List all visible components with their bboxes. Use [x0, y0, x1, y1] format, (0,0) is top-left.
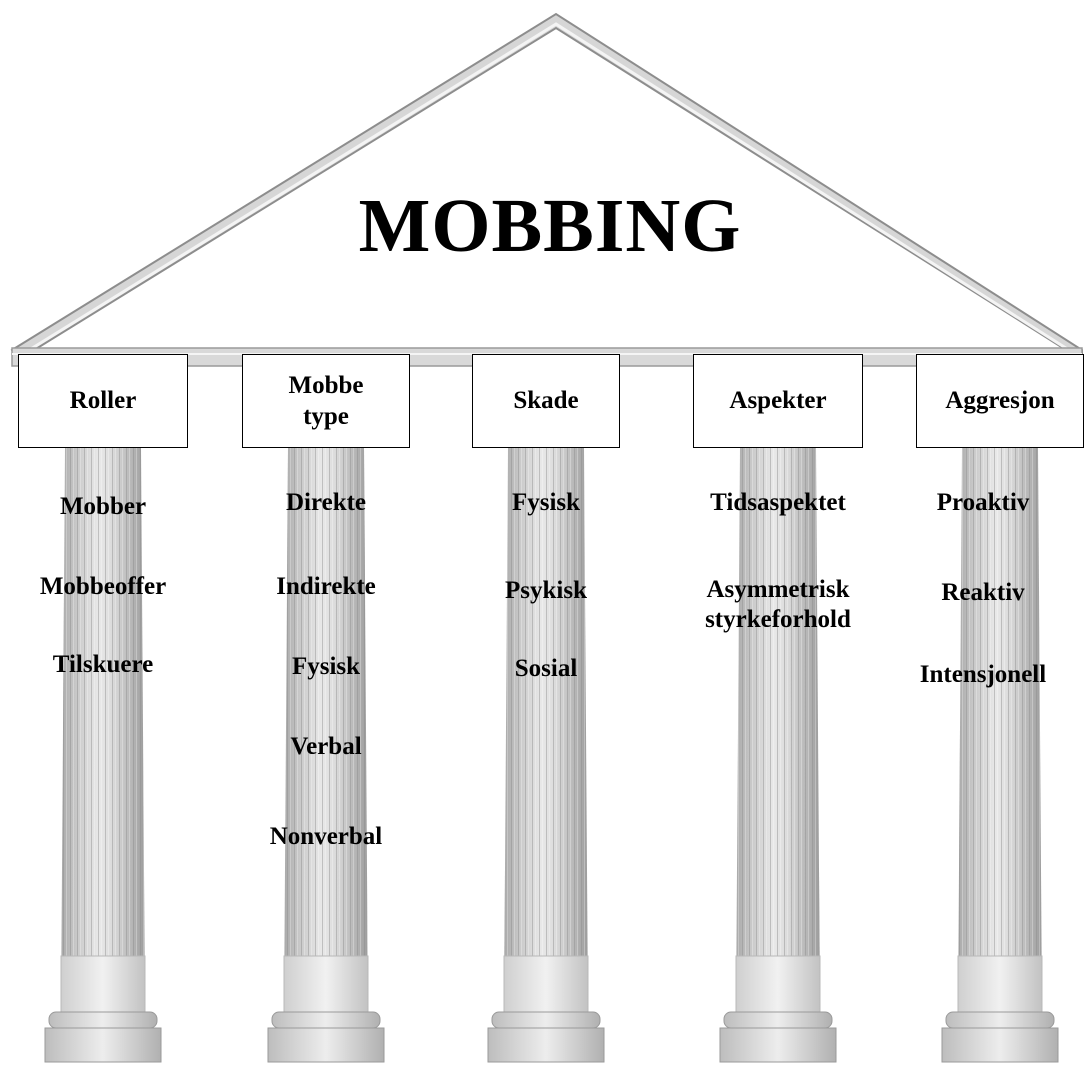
pillar-label: Skade — [513, 385, 578, 416]
column-1 — [45, 448, 161, 1062]
pillar-item: Sosial — [441, 654, 651, 684]
column-lower-band — [958, 956, 1042, 1012]
column-plinth — [488, 1028, 604, 1062]
pillar-item: Reaktiv — [878, 578, 1088, 608]
column-base-torus — [49, 1012, 157, 1028]
column-5 — [942, 448, 1058, 1062]
pillar-label-box: Aggresjon — [916, 354, 1084, 448]
pillar-label: Roller — [70, 385, 137, 416]
column-flutes — [61, 448, 145, 1010]
pillar-label-box: Mobbe type — [242, 354, 410, 448]
column-plinth — [720, 1028, 836, 1062]
column-lower-band — [736, 956, 820, 1012]
column-4 — [720, 448, 836, 1062]
column-lower-band — [504, 956, 588, 1012]
column-lower-band — [284, 956, 368, 1012]
pillar-label: Mobbe type — [289, 370, 364, 433]
pillar-item: Verbal — [221, 732, 431, 762]
column-base-torus — [946, 1012, 1054, 1028]
pillar-item: Intensjonell — [878, 660, 1088, 690]
pillar-item: Nonverbal — [221, 822, 431, 852]
pillar-label-box: Aspekter — [693, 354, 863, 448]
pillar-label: Aspekter — [729, 385, 826, 416]
pillar-item: Tilskuere — [0, 650, 208, 680]
column-base-torus — [272, 1012, 380, 1028]
pillar-item: Direkte — [221, 488, 431, 518]
pillar-item: Fysisk — [221, 652, 431, 682]
column-flutes — [958, 448, 1042, 1010]
column-base-torus — [724, 1012, 832, 1028]
pillar-item: Psykisk — [441, 576, 651, 606]
column-plinth — [45, 1028, 161, 1062]
pillar-item: Indirekte — [221, 572, 431, 602]
pillar-label: Aggresjon — [945, 385, 1054, 416]
column-plinth — [268, 1028, 384, 1062]
column-flutes — [504, 448, 588, 1010]
pillar-label-box: Skade — [472, 354, 620, 448]
column-3 — [488, 448, 604, 1062]
column-lower-band — [61, 956, 145, 1012]
pillar-item: Tidsaspektet — [673, 488, 883, 518]
pillar-item: Asymmetrisk styrkeforhold — [673, 575, 883, 635]
pillar-item: Mobber — [0, 492, 208, 522]
pillar-item: Fysisk — [441, 488, 651, 518]
pillar-item: Proaktiv — [878, 488, 1088, 518]
column-flutes — [284, 448, 368, 1010]
column-plinth — [942, 1028, 1058, 1062]
pillar-item: Mobbeoffer — [0, 572, 208, 602]
column-flutes — [736, 448, 820, 1010]
column-base-torus — [492, 1012, 600, 1028]
columns — [45, 448, 1058, 1062]
pillar-label-box: Roller — [18, 354, 188, 448]
diagram-title: MOBBING — [310, 188, 790, 264]
